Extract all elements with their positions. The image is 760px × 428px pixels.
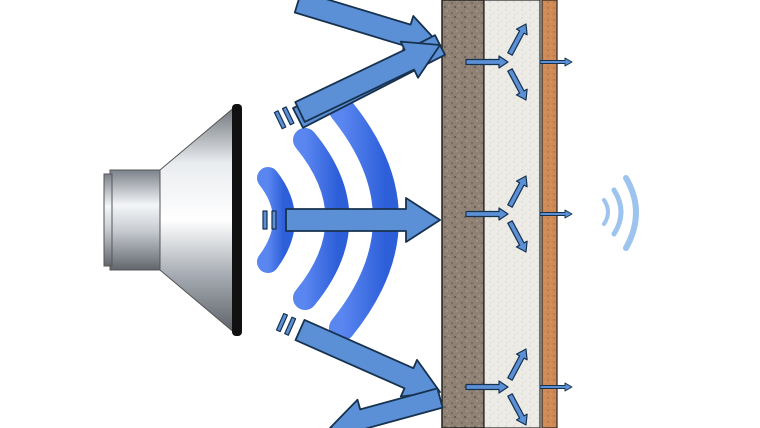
- arrow-tail-dash-lower-2: [275, 312, 288, 333]
- internal-arrow-in: [465, 55, 509, 69]
- internal-arrow-up: [507, 23, 528, 56]
- reflected-arrow-bottom: [329, 387, 444, 428]
- speaker-icon: [103, 104, 242, 336]
- speaker-rim: [232, 104, 242, 336]
- internal-arrows: [465, 23, 573, 426]
- transmitted-arrow: [539, 57, 573, 67]
- internal-arrow-down: [507, 220, 528, 253]
- internal-arrow-down: [507, 68, 528, 101]
- arrow-tail-dash-middle-2: [262, 210, 268, 230]
- internal-arrow-group-3: [465, 348, 573, 426]
- transmitted-arrow: [539, 209, 573, 219]
- incident-arrows: [262, 0, 446, 428]
- arrow-tail-dash-upper-2: [273, 110, 287, 130]
- internal-arrow-up: [507, 348, 528, 381]
- internal-arrow-in: [465, 380, 509, 394]
- incident-arrow-middle: [285, 197, 441, 243]
- speaker-cone: [159, 104, 237, 336]
- incident-arrow-upper: [294, 40, 441, 123]
- internal-arrow-group-1: [465, 23, 573, 101]
- incident-arrow-lower: [294, 318, 441, 398]
- transmitted-wave-icon: [602, 175, 639, 251]
- internal-arrow-up: [507, 175, 528, 208]
- arrow-tail-dash-middle-1: [271, 210, 277, 230]
- sound-wave-arc-1: [257, 167, 295, 273]
- transmitted-arrow: [539, 382, 573, 392]
- internal-arrow-down: [507, 393, 528, 426]
- speaker-body: [109, 169, 165, 271]
- internal-arrow-group-2: [465, 175, 573, 253]
- arrow-tail-dash-upper-1: [281, 106, 295, 126]
- internal-arrow-in: [465, 207, 509, 221]
- arrow-tail-dash-lower-1: [284, 316, 297, 336]
